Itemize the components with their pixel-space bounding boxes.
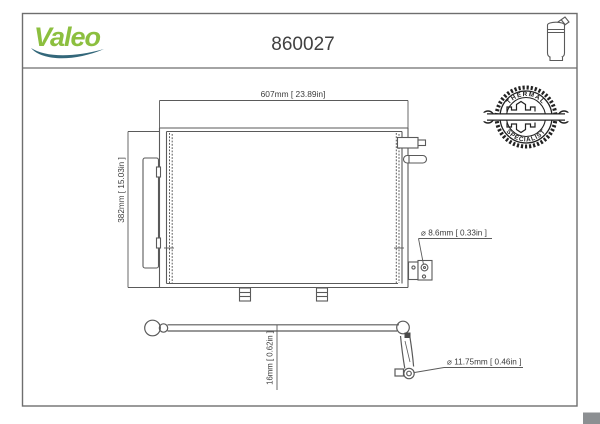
wrench-icon (477, 110, 575, 124)
pipe-side-view: 16mm [ 0.62in ] ⌀ 11.75mm [ 0.46in ] (144, 319, 523, 390)
bracket-hole-label: ⌀ 8.6mm [ 0.33in ] (421, 229, 487, 238)
thermal-specialist-seal-icon: THERMAL SPECIALIST (477, 85, 575, 149)
pipe-height-dimension: 16mm [ 0.62in ] (266, 325, 278, 390)
receiver-drier (142, 157, 162, 269)
condenser-core (158, 127, 409, 289)
scrollbar-corner[interactable] (583, 412, 600, 424)
mounting-feet (238, 287, 329, 302)
width-dimension-label: 607mm [ 23.89in] (261, 89, 326, 99)
pipe-height-label: 16mm [ 0.62in ] (266, 331, 275, 385)
height-dimension-label: 382mm [ 15.03in ] (117, 157, 126, 223)
valeo-logo: Valeo (31, 22, 104, 59)
condenser-front-view: 607mm [ 23.89in] 382mm [ 15.03in ] (117, 89, 492, 302)
pipe-end-hole-label: ⌀ 11.75mm [ 0.46in ] (447, 358, 521, 367)
receiver-drier-icon (546, 16, 570, 62)
valeo-logo-text: Valeo (34, 22, 101, 52)
page-border (21, 12, 578, 407)
part-number: 860027 (271, 34, 334, 55)
pipe-end-hole-callout: ⌀ 11.75mm [ 0.46in ] (414, 358, 523, 373)
width-dimension: 607mm [ 23.89in] (159, 89, 409, 131)
pipe-bracket-arm (394, 335, 415, 380)
inlet-fitting (396, 136, 428, 164)
valeo-logo-swoosh (31, 48, 104, 59)
bracket-hole-callout: ⌀ 8.6mm [ 0.33in ] (418, 229, 492, 265)
seal-text-top: THERMAL (505, 91, 546, 106)
mounting-bracket (407, 259, 433, 281)
